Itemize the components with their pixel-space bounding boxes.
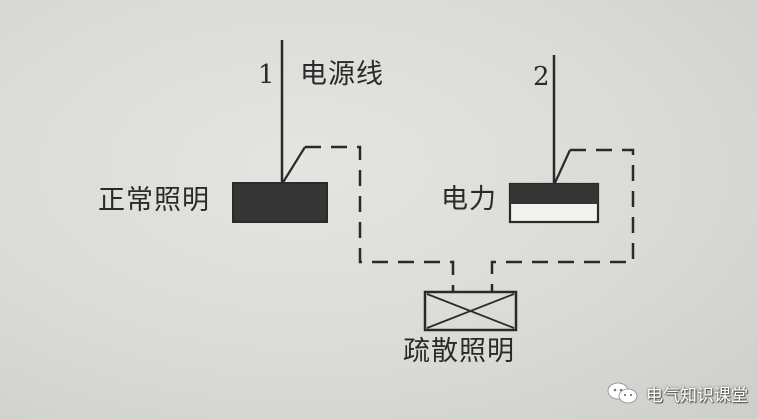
line-1-number: 1: [258, 60, 276, 90]
normal-lighting-box: [232, 182, 328, 223]
watermark: 电气知识课堂: [606, 378, 748, 408]
normal-lighting-label: 正常照明: [98, 185, 210, 216]
evacuation-lighting-box: [423, 290, 518, 332]
power-label: 电力: [441, 184, 497, 215]
evacuation-box-cross-b: [426, 293, 515, 329]
evacuation-lighting-label: 疏散照明: [403, 336, 515, 367]
dashed-route-2: [490, 148, 635, 292]
line-2-number: 2: [533, 62, 551, 92]
line-1-label: 电源线: [300, 59, 384, 90]
power-box-filled-half: [510, 184, 598, 204]
tap-line-1: [281, 146, 306, 185]
watermark-text: 电气知识课堂: [646, 385, 748, 406]
wechat-icon: [606, 381, 640, 405]
dashed-route-1: [305, 145, 455, 292]
tap-line-2: [552, 149, 572, 186]
